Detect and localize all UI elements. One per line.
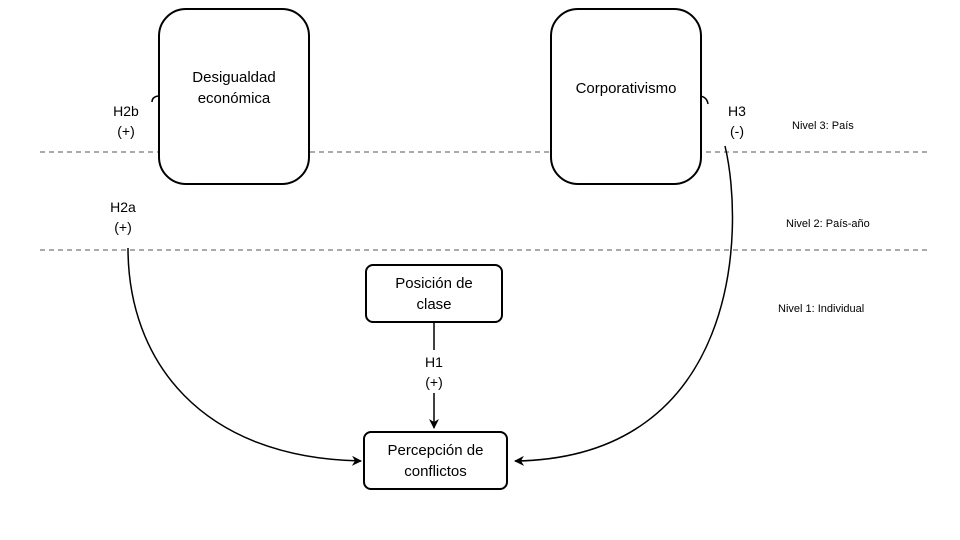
level-3-label: Nivel 3: País <box>792 120 854 132</box>
node-corporativismo: Corporativismo <box>550 8 702 185</box>
node-corporativismo-label: Corporativismo <box>575 80 677 97</box>
node-percepcion-de-conflictos: Percepción de conflictos <box>363 431 508 490</box>
node-desigualdad-label: Desigualdad económica <box>192 68 276 107</box>
level-1-label: Nivel 1: Individual <box>778 303 865 315</box>
arrow-h2b-segment <box>151 95 159 103</box>
hypothesis-h1-label: H1 (+) <box>414 352 454 392</box>
arrow-h2a-curve <box>127 247 362 466</box>
hypothesis-h3-label: H3 (-) <box>719 101 755 141</box>
node-posicion-label: Posición de clase <box>395 274 473 313</box>
arrow-h3-curve <box>514 145 734 466</box>
node-desigualdad-economica: Desigualdad económica <box>158 8 310 185</box>
node-posicion-de-clase: Posición de clase <box>365 264 503 323</box>
hypothesis-h2a-label: H2a (+) <box>100 197 146 237</box>
node-percepcion-label: Percepción de conflictos <box>387 441 484 480</box>
level-2-label: Nivel 2: País-año <box>786 218 870 230</box>
hypothesis-h2b-label: H2b (+) <box>104 101 148 141</box>
